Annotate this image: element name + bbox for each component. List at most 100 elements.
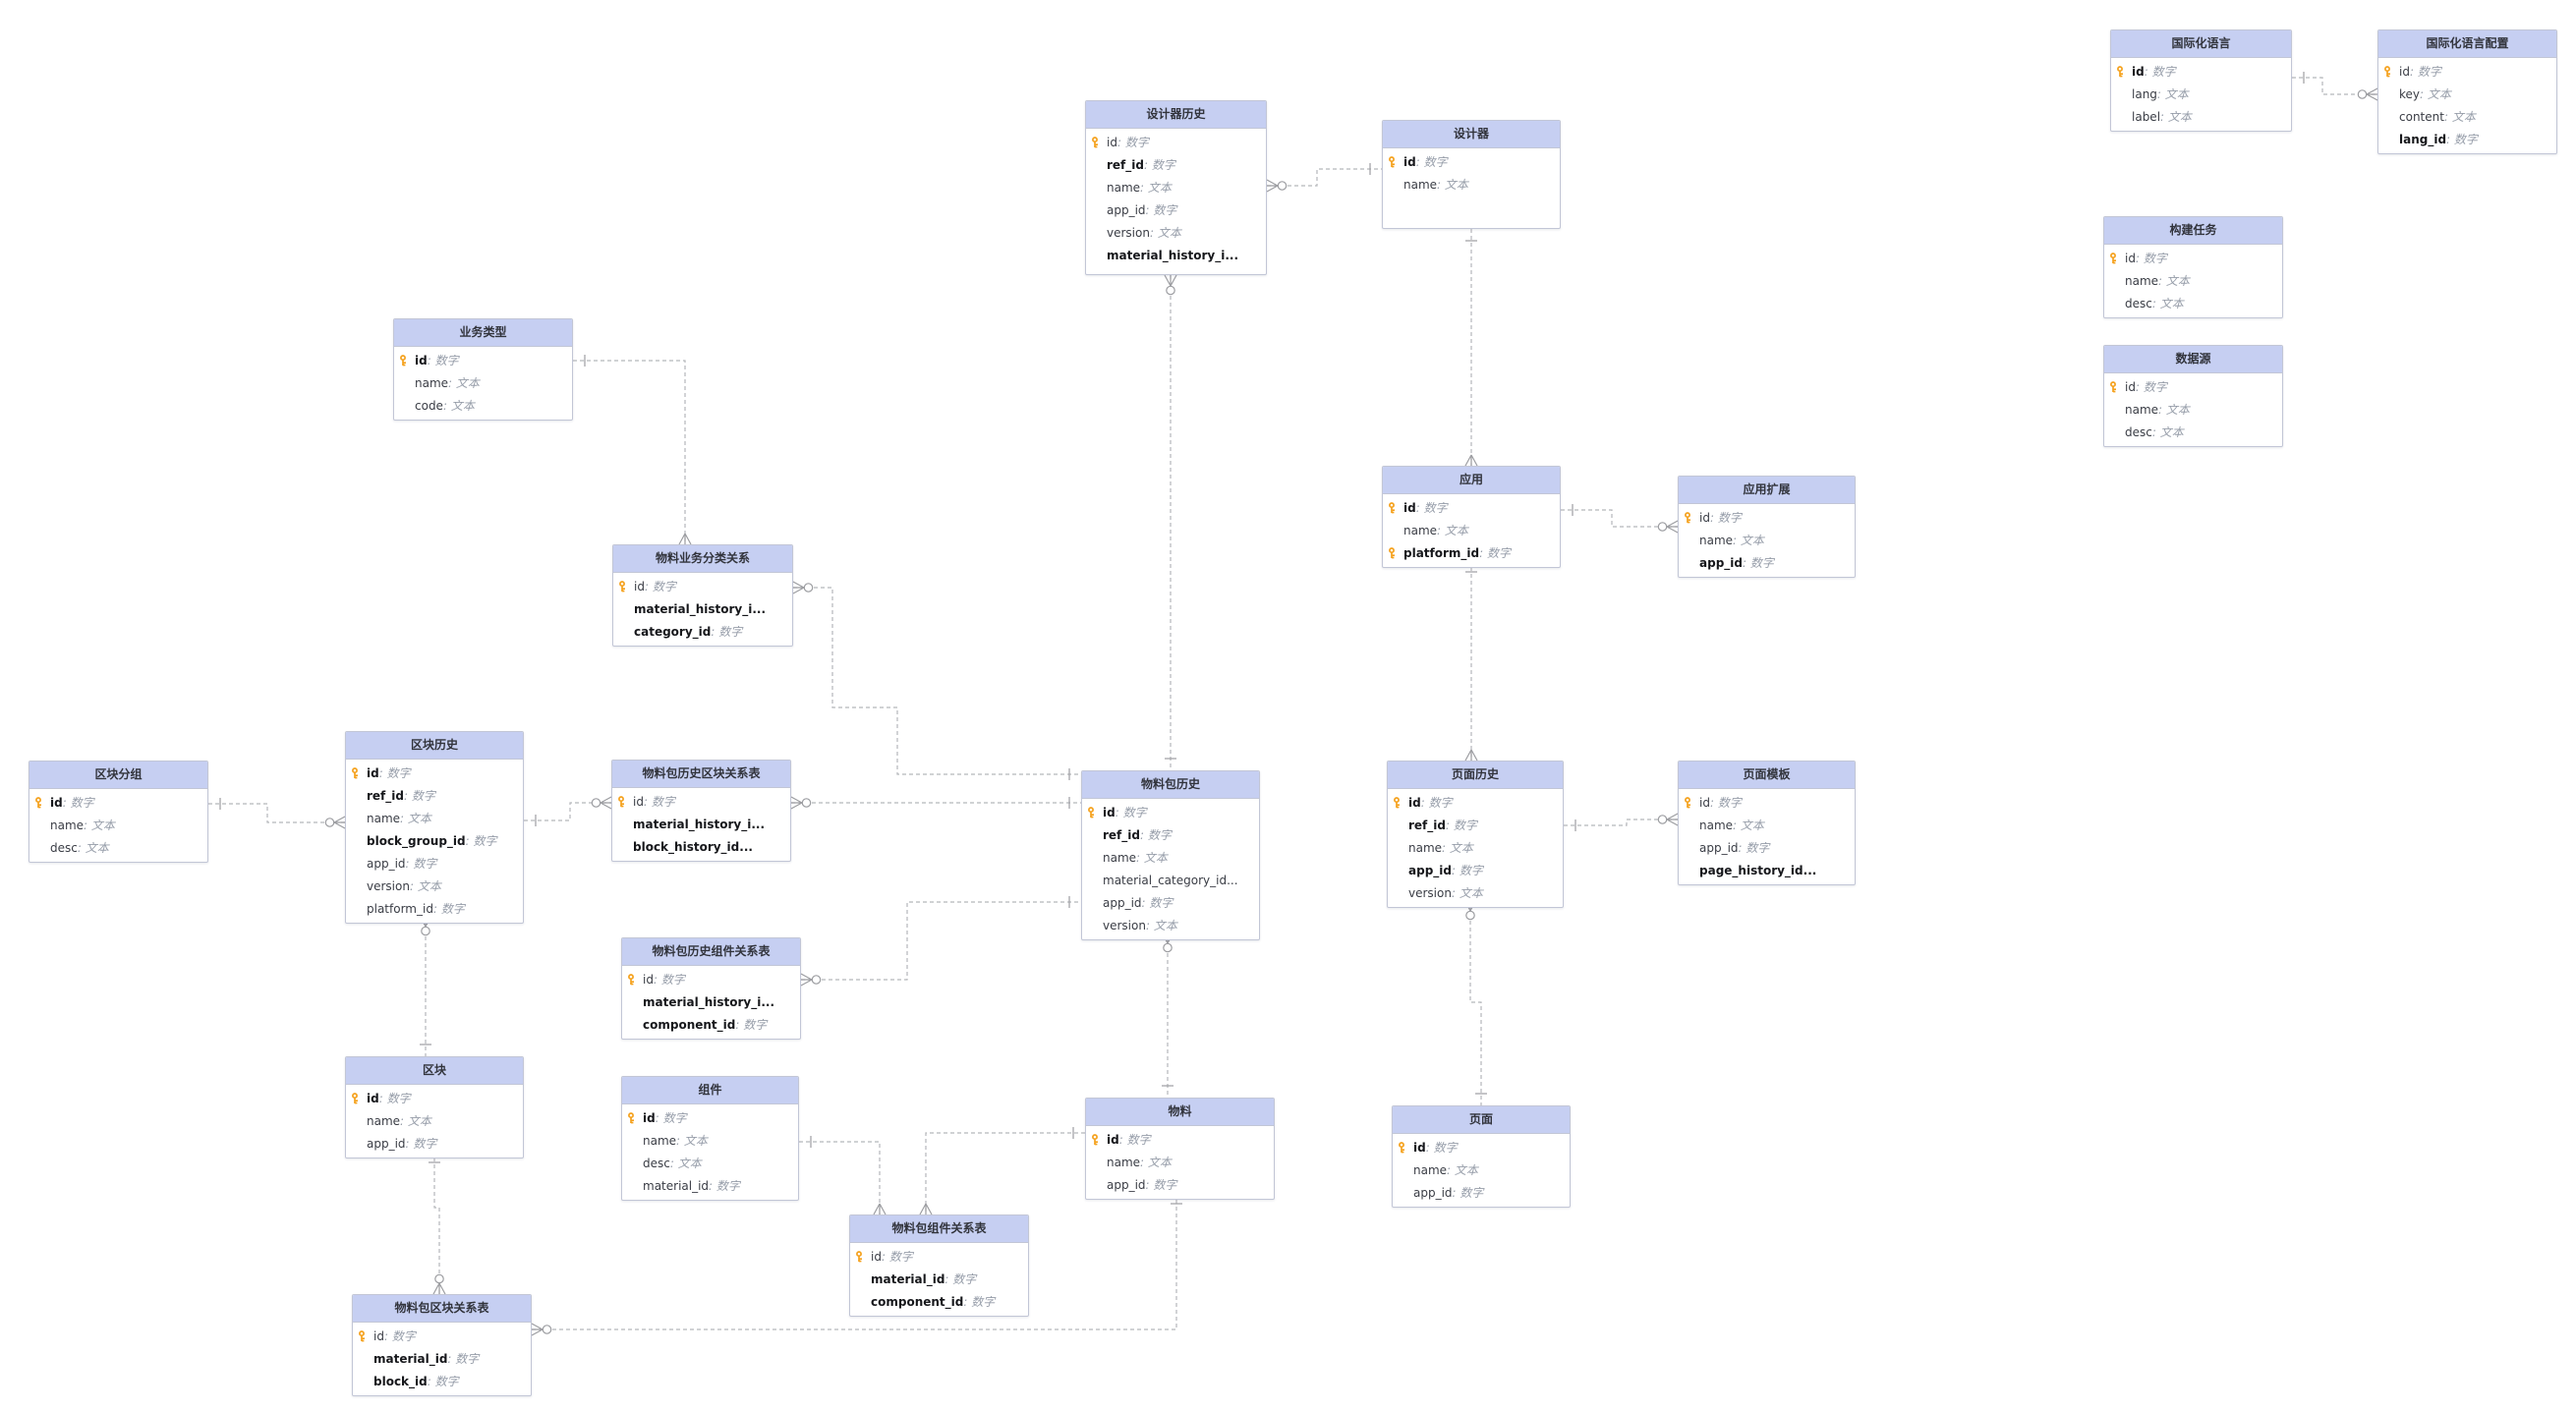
- entity-page[interactable]: 页面id数字name文本app_id数字: [1392, 1105, 1571, 1208]
- entity-designer-history[interactable]: 设计器历史id数字ref_id数字name文本app_id数字version文本…: [1085, 100, 1267, 275]
- entity-i18n-language[interactable]: 国际化语言id数字lang文本label文本: [2110, 29, 2292, 132]
- field-row[interactable]: ref_id数字: [1082, 823, 1259, 846]
- field-row[interactable]: id数字: [2104, 375, 2282, 398]
- field-row[interactable]: desc文本: [2104, 421, 2282, 443]
- entity-title[interactable]: 应用扩展: [1679, 477, 1855, 504]
- entity-material-pkg-history-component-rel[interactable]: 物料包历史组件关系表id数字material_history_i...compo…: [621, 937, 801, 1040]
- entity-title[interactable]: 区块历史: [346, 732, 523, 760]
- field-row[interactable]: app_id数字: [1393, 1181, 1570, 1204]
- entity-page-history[interactable]: 页面历史id数字ref_id数字name文本app_id数字version文本: [1387, 761, 1564, 908]
- relationship-page-history-to-page-template[interactable]: [1564, 819, 1678, 826]
- entity-title[interactable]: 国际化语言: [2111, 30, 2291, 58]
- field-row[interactable]: material_id数字: [850, 1268, 1028, 1290]
- entity-build-task[interactable]: 构建任务id数字name文本desc文本: [2103, 216, 2283, 318]
- field-row[interactable]: id数字: [613, 575, 792, 597]
- field-row[interactable]: app_id数字: [1082, 891, 1259, 914]
- field-row[interactable]: app_id数字: [346, 852, 523, 875]
- field-row[interactable]: name文本: [2104, 269, 2282, 292]
- entity-designer[interactable]: 设计器id数字name文本: [1382, 120, 1561, 229]
- field-row[interactable]: platform_id数字: [346, 897, 523, 920]
- field-row[interactable]: version文本: [1082, 914, 1259, 936]
- entity-app[interactable]: 应用id数字name文本platform_id数字: [1382, 466, 1561, 568]
- field-row[interactable]: app_id数字: [1086, 1173, 1274, 1196]
- field-row[interactable]: app_id数字: [1388, 859, 1563, 881]
- relationship-material-pkg-block-rel-to-material[interactable]: [532, 1192, 1177, 1330]
- field-row[interactable]: block_group_id数字: [346, 829, 523, 852]
- entity-title[interactable]: 页面: [1393, 1106, 1570, 1134]
- field-row[interactable]: id数字: [2104, 247, 2282, 269]
- field-row[interactable]: code文本: [394, 394, 572, 417]
- field-row[interactable]: id数字: [1388, 791, 1563, 814]
- field-row[interactable]: name文本: [29, 814, 207, 836]
- entity-block[interactable]: 区块id数字name文本app_id数字: [345, 1056, 524, 1158]
- field-row[interactable]: id数字: [353, 1325, 531, 1347]
- field-row[interactable]: id数字: [850, 1245, 1028, 1268]
- entity-title[interactable]: 构建任务: [2104, 217, 2282, 245]
- field-row[interactable]: name文本: [622, 1129, 798, 1152]
- field-row[interactable]: id数字: [1679, 506, 1855, 529]
- entity-title[interactable]: 应用: [1383, 467, 1560, 494]
- entity-title[interactable]: 物料包历史组件关系表: [622, 938, 800, 966]
- entity-title[interactable]: 物料包历史区块关系表: [612, 761, 790, 788]
- field-row[interactable]: id数字: [346, 1087, 523, 1109]
- field-row[interactable]: version文本: [1388, 881, 1563, 904]
- field-row[interactable]: id数字: [1086, 131, 1266, 153]
- field-row[interactable]: id数字: [2111, 60, 2291, 83]
- relationship-block-history-to-material-pkg-history-block-rel[interactable]: [524, 802, 611, 821]
- field-row[interactable]: component_id数字: [622, 1013, 800, 1036]
- field-row[interactable]: name文本: [1679, 529, 1855, 551]
- entity-material-pkg-component-rel[interactable]: 物料包组件关系表id数字material_id数字component_id数字: [849, 1214, 1029, 1317]
- field-row[interactable]: id数字: [1679, 791, 1855, 814]
- entity-title[interactable]: 业务类型: [394, 319, 572, 347]
- field-row[interactable]: category_id数字: [613, 620, 792, 643]
- field-row[interactable]: content文本: [2378, 105, 2556, 128]
- field-row[interactable]: id数字: [1393, 1136, 1570, 1158]
- field-row[interactable]: id数字: [1082, 801, 1259, 823]
- field-row[interactable]: name文本: [346, 1109, 523, 1132]
- field-row[interactable]: name文本: [346, 807, 523, 829]
- field-row[interactable]: app_id数字: [1679, 836, 1855, 859]
- field-row[interactable]: id数字: [2378, 60, 2556, 83]
- entity-title[interactable]: 数据源: [2104, 346, 2282, 373]
- field-row[interactable]: app_id数字: [1679, 551, 1855, 574]
- field-row[interactable]: name文本: [1679, 814, 1855, 836]
- field-row[interactable]: app_id数字: [1086, 198, 1266, 221]
- relationship-component-to-material-pkg-component-rel[interactable]: [799, 1141, 881, 1214]
- entity-title[interactable]: 设计器: [1383, 121, 1560, 148]
- entity-title[interactable]: 区块: [346, 1057, 523, 1085]
- field-row[interactable]: app_id数字: [346, 1132, 523, 1155]
- field-row[interactable]: name文本: [1393, 1158, 1570, 1181]
- field-row[interactable]: component_id数字: [850, 1290, 1028, 1313]
- entity-title[interactable]: 物料包区块关系表: [353, 1295, 531, 1323]
- entity-material-pkg-history[interactable]: 物料包历史id数字ref_id数字name文本material_category…: [1081, 770, 1260, 940]
- field-row[interactable]: name文本: [1086, 176, 1266, 198]
- entity-title[interactable]: 物料包历史: [1082, 771, 1259, 799]
- field-row[interactable]: name文本: [1082, 846, 1259, 869]
- relationship-material-pkg-history-component-rel-to-material-pkg-history[interactable]: [801, 901, 1081, 981]
- field-row[interactable]: material_id数字: [353, 1347, 531, 1370]
- field-row[interactable]: lang文本: [2111, 83, 2291, 105]
- field-row[interactable]: ref_id数字: [1388, 814, 1563, 836]
- field-row[interactable]: name文本: [394, 371, 572, 394]
- entity-title[interactable]: 物料包组件关系表: [850, 1215, 1028, 1243]
- field-row[interactable]: material_history_i...: [613, 597, 792, 620]
- entity-title[interactable]: 国际化语言配置: [2378, 30, 2556, 58]
- relationship-designer-history-to-designer[interactable]: [1267, 168, 1382, 187]
- entity-title[interactable]: 设计器历史: [1086, 101, 1266, 129]
- field-row[interactable]: desc文本: [2104, 292, 2282, 314]
- field-row[interactable]: name文本: [1383, 519, 1560, 541]
- entity-block-history[interactable]: 区块历史id数字ref_id数字name文本block_group_id数字ap…: [345, 731, 524, 924]
- field-row[interactable]: id数字: [622, 968, 800, 990]
- entity-title[interactable]: 页面模板: [1679, 762, 1855, 789]
- field-row[interactable]: name文本: [2104, 398, 2282, 421]
- entity-material-pkg-history-block-rel[interactable]: 物料包历史区块关系表id数字material_history_i...block…: [611, 760, 791, 862]
- entity-title[interactable]: 组件: [622, 1077, 798, 1104]
- field-row[interactable]: desc文本: [29, 836, 207, 859]
- entity-material[interactable]: 物料id数字name文本app_id数字: [1085, 1098, 1275, 1200]
- field-row[interactable]: id数字: [346, 762, 523, 784]
- relationship-business-type-to-material-business-category-rel[interactable]: [573, 360, 686, 544]
- field-row[interactable]: page_history_id...: [1679, 859, 1855, 881]
- entity-material-business-category-rel[interactable]: 物料业务分类关系id数字material_history_i...categor…: [612, 544, 793, 647]
- field-row[interactable]: id数字: [1383, 496, 1560, 519]
